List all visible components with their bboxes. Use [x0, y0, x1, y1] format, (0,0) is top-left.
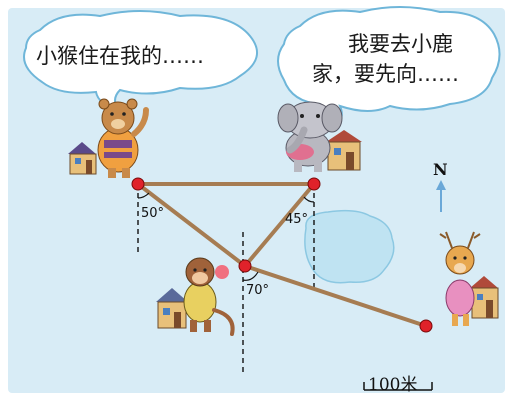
deer-house [470, 276, 499, 319]
angle-label-bear: 50° [141, 206, 165, 221]
scale-bar [363, 382, 433, 391]
monkey-speech-text: 小猴住在我的…… [36, 44, 204, 68]
path-monkey-deer [243, 264, 428, 328]
angle-arc-elephant [303, 196, 315, 203]
location-points [131, 177, 433, 333]
angle-label-monkey: 70° [246, 283, 270, 298]
point-deer-house [419, 319, 433, 333]
scale-label: 100米 [368, 375, 418, 395]
point-bear-house [131, 177, 145, 191]
angle-arc-monkey [242, 271, 259, 281]
angle-arcs [137, 192, 315, 281]
lake [304, 209, 395, 284]
speech-bubble-right [277, 6, 501, 130]
north-label: N [433, 160, 448, 179]
point-monkey-house [238, 259, 252, 273]
angle-arc-bear [137, 192, 150, 199]
deer-character [439, 231, 481, 326]
elephant-speech-line1: 我要去小鹿 [348, 32, 453, 56]
north-arrow-icon [436, 180, 446, 212]
monkey-house [156, 288, 188, 329]
north-reference-lines [137, 184, 315, 372]
point-elephant-house [307, 177, 321, 191]
path-elephant-monkey [243, 182, 316, 268]
path-bear-monkey [136, 182, 247, 268]
elephant-character [277, 101, 343, 172]
angle-label-elephant: 45° [285, 212, 309, 227]
bear-character [97, 98, 149, 178]
route-paths [136, 182, 428, 328]
elephant-house [326, 130, 362, 171]
speech-bubble-left [23, 10, 259, 115]
monkey-character [183, 257, 235, 336]
bear-house [68, 142, 97, 175]
elephant-speech-line2: 家，要先向…… [312, 62, 459, 86]
